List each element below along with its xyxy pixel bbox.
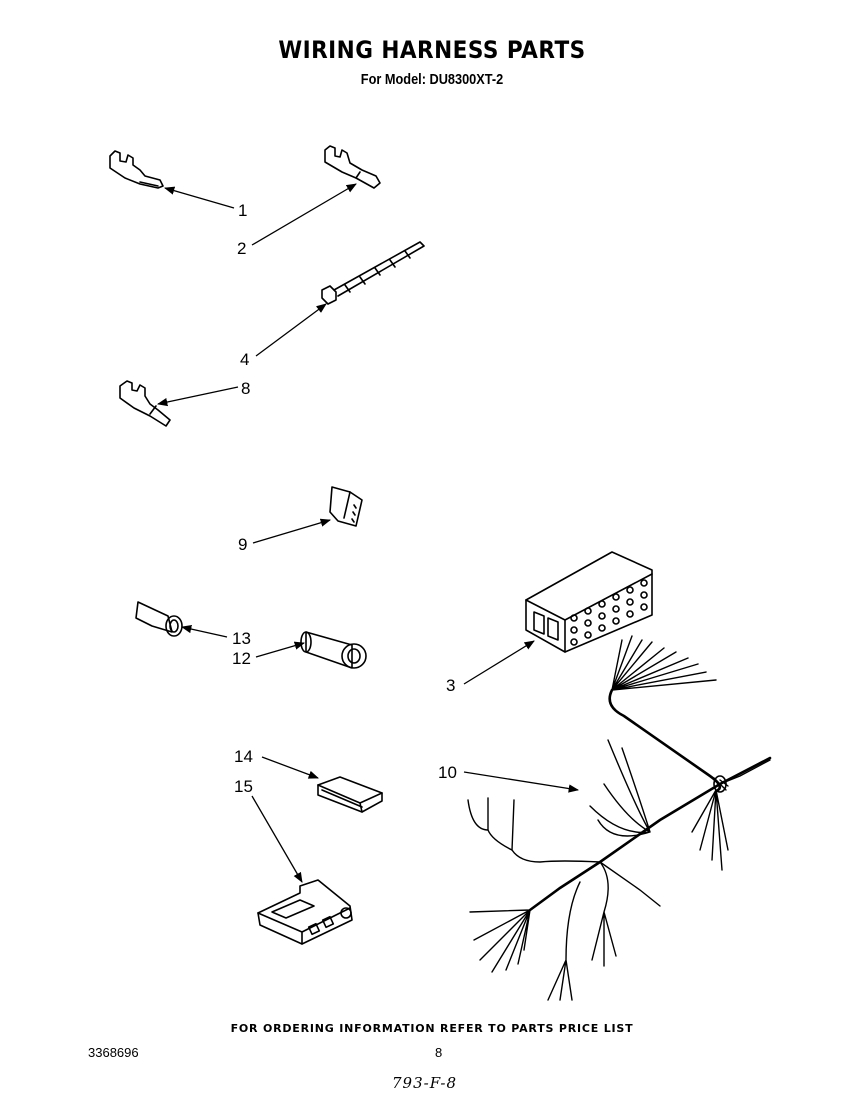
- callout-10: 10: [438, 763, 457, 782]
- part-15-connector-housing: [257, 879, 353, 945]
- part-3-connector-block: [525, 551, 653, 653]
- model-subtitle: For Model: DU8300XT-2: [360, 71, 504, 88]
- document-number: 3368696: [88, 1045, 139, 1060]
- part-14-insulator: [317, 776, 383, 813]
- ordering-note: FOR ORDERING INFORMATION REFER TO PARTS …: [230, 1022, 634, 1035]
- part-1-terminal: [109, 150, 164, 189]
- part-13-ferrule: [135, 601, 183, 637]
- callout-15: 15: [234, 777, 253, 796]
- callout-13: 13: [232, 629, 251, 648]
- callout-3: 3: [446, 676, 455, 695]
- page-number: 8: [435, 1045, 443, 1060]
- callout-12: 12: [232, 649, 251, 668]
- callout-14: 14: [234, 747, 253, 766]
- callout-4: 4: [240, 350, 249, 369]
- callout-2: 2: [237, 239, 246, 258]
- callout-1: 1: [238, 201, 247, 220]
- part-12-sleeve: [300, 631, 367, 669]
- handwritten-code: 793-F-8: [392, 1074, 458, 1092]
- part-9-plug: [329, 486, 363, 527]
- part-10-wiring-harness: [467, 635, 772, 1001]
- part-8-terminal: [119, 380, 171, 427]
- callout-9: 9: [238, 535, 247, 554]
- part-2-terminal: [324, 145, 381, 189]
- callout-8: 8: [241, 379, 250, 398]
- page-title: WIRING HARNESS PARTS: [278, 36, 586, 64]
- part-4-cable-tie: [321, 241, 425, 305]
